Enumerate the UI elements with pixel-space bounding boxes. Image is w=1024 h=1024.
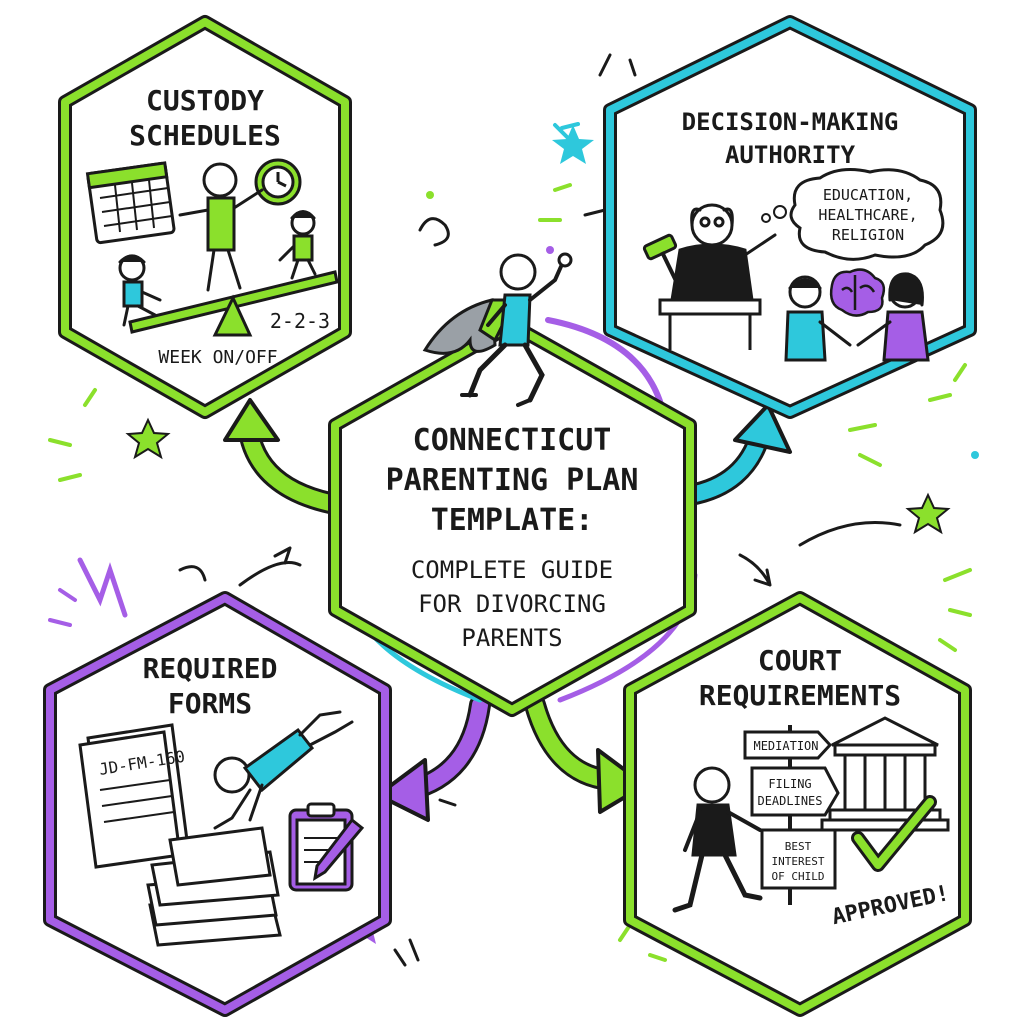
forms-node: REQUIRED FORMS JD-FM-160	[43, 591, 392, 1017]
walking-figure-icon	[672, 766, 763, 913]
clock-icon	[254, 158, 302, 206]
bubble-healthcare: HEALTHCARE,	[818, 206, 917, 224]
center-title-line1: CONNECTICUT	[413, 423, 612, 458]
center-title-line3: TEMPLATE:	[431, 503, 594, 538]
superhero-figure-icon	[422, 252, 573, 407]
center-subtitle-line1: COMPLETE GUIDE	[411, 556, 613, 584]
adult-figure-icon	[178, 162, 264, 292]
center-node: CONNECTICUT PARENTING PLAN TEMPLATE: COM…	[328, 318, 697, 717]
star-icon	[905, 492, 951, 535]
sign-of-child: OF CHILD	[772, 870, 825, 883]
forms-title-line2: FORMS	[168, 687, 252, 720]
star-icon	[125, 417, 171, 460]
gavel-icon	[642, 233, 680, 286]
sign-interest: INTEREST	[772, 855, 825, 868]
judge-figure-icon	[670, 203, 777, 302]
diving-figure-icon	[213, 710, 354, 830]
decision-title-line2: AUTHORITY	[725, 141, 856, 169]
custody-label-223: 2-2-3	[270, 309, 330, 333]
calendar-icon	[85, 161, 176, 245]
custody-label-week: WEEK ON/OFF	[158, 347, 277, 368]
court-title-line1: COURT	[758, 644, 842, 677]
pen-icon	[312, 817, 365, 881]
sign-deadlines: DEADLINES	[757, 794, 822, 808]
sign-best: BEST	[785, 840, 812, 853]
star-icon	[552, 125, 594, 164]
parent-figure-icon	[784, 275, 852, 362]
court-title-line2: REQUIREMENTS	[699, 679, 901, 712]
custody-title-line2: SCHEDULES	[129, 119, 281, 152]
custody-title-line1: CUSTODY	[146, 84, 264, 117]
signpost-icon	[743, 725, 840, 905]
judge-bench	[658, 298, 762, 316]
sign-filing: FILING	[768, 777, 811, 791]
document-icon	[78, 723, 190, 869]
custody-node: CUSTODY SCHEDULES	[58, 15, 352, 419]
decision-title-line1: DECISION-MAKING	[682, 108, 899, 136]
center-title-line2: PARENTING PLAN	[386, 463, 639, 498]
brain-icon	[829, 268, 886, 317]
bubble-education: EDUCATION,	[823, 186, 913, 204]
court-node: COURT REQUIREMENTS MEDIATION FILING DEAD…	[623, 591, 972, 1017]
center-subtitle-line3: PARENTS	[461, 624, 562, 652]
paper-stack-icon	[146, 826, 282, 947]
sign-mediation: MEDIATION	[753, 739, 818, 753]
forms-title-line1: REQUIRED	[143, 652, 278, 685]
child-figure-icon	[278, 210, 317, 280]
seesaw-icon	[128, 270, 339, 337]
bubble-religion: RELIGION	[832, 226, 904, 244]
thought-bubble: EDUCATION, HEALTHCARE, RELIGION	[761, 168, 945, 261]
decision-node: DECISION-MAKING AUTHORITY EDUCATION, HEA…	[603, 15, 977, 419]
background-doodles	[48, 53, 979, 967]
child-figure-icon	[118, 254, 162, 327]
parent-figure-icon	[856, 272, 930, 362]
center-subtitle-line2: FOR DIVORCING	[418, 590, 606, 618]
courthouse-icon	[820, 716, 950, 832]
